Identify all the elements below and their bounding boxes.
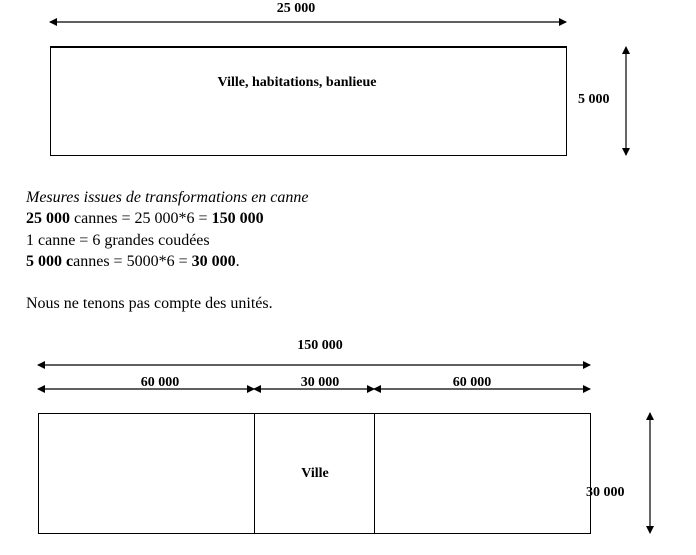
conversion-text-1: cannes = 25 000*6 =: [70, 210, 212, 227]
explanation-line-3: 5 000 cannes = 5000*6 = 30 000.: [26, 251, 240, 272]
city-region-box: Ville, habitations, banlieue: [50, 46, 567, 156]
bottom-right-label: 60 000: [452, 375, 492, 390]
explanation-note: Nous ne tenons pas compte des unités.: [26, 295, 273, 312]
bottom-middle-label: 30 000: [300, 375, 340, 390]
territory-box: [38, 413, 591, 534]
explanation-heading: Mesures issues de transformations en can…: [26, 189, 309, 206]
bottom-left-label: 60 000: [140, 375, 180, 390]
bottom-height-label: 30 000: [586, 485, 625, 500]
top-height-label: 5 000: [578, 92, 610, 107]
value-5000: 5 000 c: [26, 253, 74, 270]
value-30000: 30 000: [191, 253, 236, 270]
top-width-label: 25 000: [276, 1, 316, 16]
city-center-label: Ville: [301, 466, 329, 481]
explanation-line-1: 25 000 cannes = 25 000*6 = 150 000: [26, 208, 264, 229]
bottom-total-label: 150 000: [297, 338, 343, 353]
conversion-text-3: annes = 5000*6 =: [73, 253, 192, 270]
city-center-box: Ville: [254, 413, 375, 534]
value-25000: 25 000: [26, 210, 70, 227]
explanation-line-2: 1 canne = 6 grandes coudées: [26, 232, 210, 249]
city-region-label: Ville, habitations, banlieue: [217, 75, 377, 90]
value-150000: 150 000: [211, 210, 264, 227]
period: .: [235, 253, 240, 270]
